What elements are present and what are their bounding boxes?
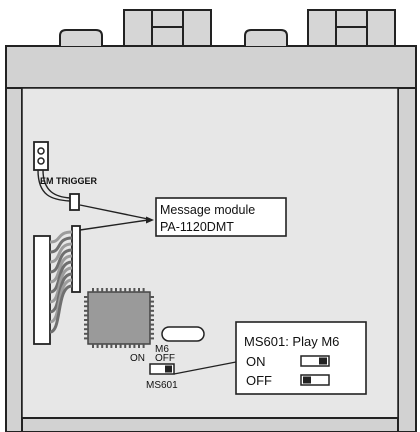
top-bar (5, 45, 417, 89)
em-header (69, 193, 80, 211)
switch-name-label: MS601 (146, 380, 178, 391)
switch-legend: MS601: Play M6 ON OFF (235, 321, 367, 395)
tab-middle (244, 29, 288, 46)
chip-pin (138, 288, 140, 292)
chip-pin (138, 344, 140, 348)
chip-pin (150, 337, 154, 340)
legend-switch-off (300, 374, 330, 386)
legend-title: MS601: Play M6 (244, 334, 339, 349)
ribbon-wire (49, 230, 73, 244)
ribbon-wire (49, 236, 73, 254)
ribbon-wire (49, 242, 73, 264)
chip-pin (115, 344, 117, 348)
enclosure-bottom (21, 417, 399, 432)
module-name: Message module (160, 203, 255, 217)
arrow-head (146, 216, 154, 224)
chip-pin (84, 332, 88, 335)
legend-leader-line (173, 361, 237, 375)
em-trigger-cable (37, 169, 71, 202)
message-module-label: Message module PA-1120DMT (155, 197, 287, 237)
ribbon-wire (49, 254, 73, 284)
enclosure-left-wall (5, 87, 23, 432)
tab-left (59, 29, 103, 46)
module-model: PA-1120DMT (160, 220, 234, 234)
pointer-arrows (79, 204, 154, 231)
chip-pin (150, 319, 154, 321)
chip-pin (84, 319, 88, 321)
chip-pin (84, 300, 88, 303)
legend-switch-on (300, 355, 330, 367)
chip-pin (124, 344, 127, 348)
chip-pin (119, 288, 122, 292)
ribbon-wire (49, 272, 73, 314)
chip-pins (84, 288, 154, 348)
chip-pin (105, 344, 108, 348)
legend-on-label: ON (246, 354, 266, 369)
chip-pin (150, 300, 154, 303)
switch-ms601 (149, 363, 175, 375)
chip-pin (101, 344, 104, 348)
chip-pin (110, 344, 113, 348)
chip-pin (115, 288, 117, 292)
ribbon-wires (49, 230, 73, 334)
chip-pin (128, 344, 131, 348)
chip-pin (150, 328, 154, 331)
chip-pin (150, 309, 154, 312)
ribbon-wire (49, 278, 73, 324)
chip-pin (84, 323, 88, 326)
switch-on-label: ON (130, 353, 145, 364)
ribbon-connector (33, 225, 81, 345)
connector-block-left (123, 9, 212, 47)
chip-pin (150, 296, 154, 298)
switch-off-label: OFF (155, 353, 175, 364)
chip-pin (84, 337, 88, 340)
crystal-oval (161, 326, 205, 342)
switch-chip-label: M6 (155, 344, 169, 355)
processor-chip (84, 288, 154, 348)
chip-pin (150, 332, 154, 335)
chip-pin (105, 288, 108, 292)
chip-pin (101, 288, 104, 292)
chip-pin (124, 288, 127, 292)
chip-pin (150, 323, 154, 326)
chip-pin (92, 288, 94, 292)
em-trigger-connector (33, 141, 49, 171)
chip-pin (119, 344, 122, 348)
chip-pin (142, 344, 145, 348)
chip-pin (84, 296, 88, 298)
ribbon-wire (49, 266, 73, 304)
chip-pin (133, 288, 136, 292)
em-trigger-label: EM TRIGGER (40, 176, 98, 186)
chip-pin (84, 309, 88, 312)
legend-off-label: OFF (246, 373, 272, 388)
ribbon-wire (49, 260, 73, 294)
chip-pin (110, 288, 113, 292)
chip-pin (96, 288, 99, 292)
chip-pin (150, 314, 154, 317)
chip-pin (128, 288, 131, 292)
chip-pin (84, 328, 88, 331)
top-housing (5, 9, 417, 89)
ribbon-wire (49, 248, 73, 274)
ribbon-wire (49, 284, 73, 334)
chip-pin (84, 305, 88, 308)
chip-pin (96, 344, 99, 348)
connector-block-right (307, 9, 396, 47)
chip-pin (150, 305, 154, 308)
chip-pin (133, 344, 136, 348)
chip-pin (92, 344, 94, 348)
chip-pin (84, 314, 88, 317)
enclosure-right-wall (397, 87, 417, 432)
chip-pin (142, 288, 145, 292)
